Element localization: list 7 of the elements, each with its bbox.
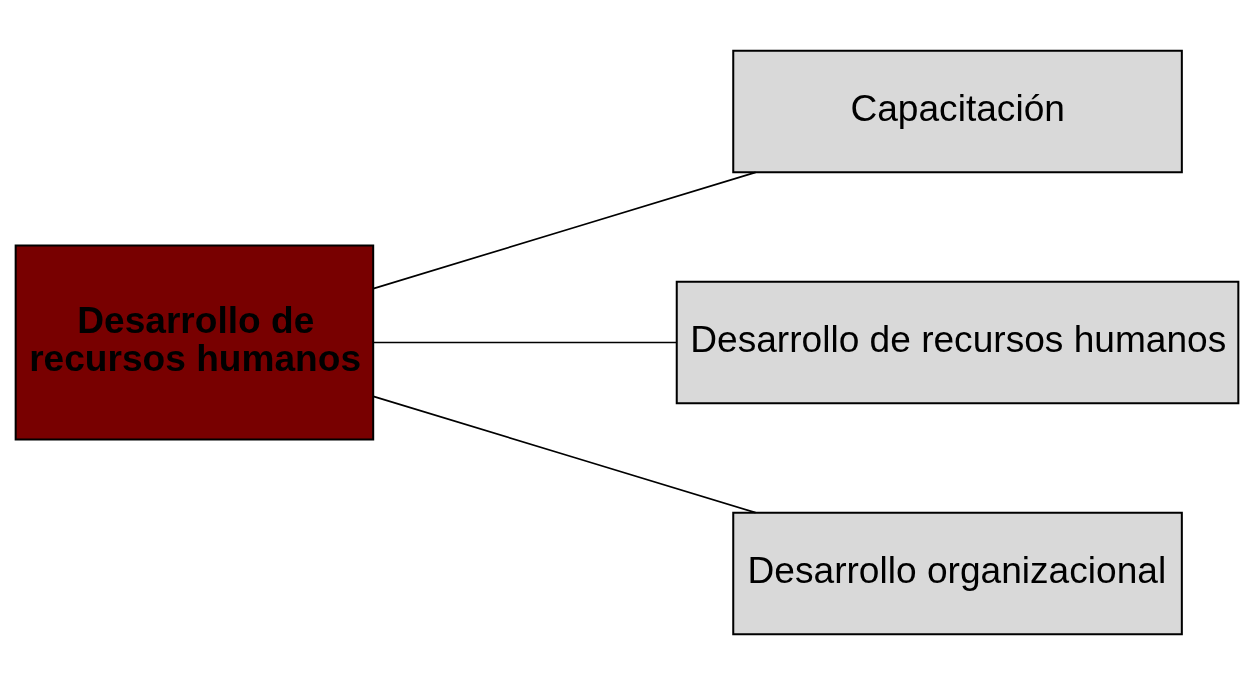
connector	[372, 395, 757, 513]
node-box: Capacitación	[732, 49, 1183, 173]
node-box: Desarrollo de recursos humanos	[14, 244, 375, 440]
node-box: Desarrollo de recursos humanos	[675, 280, 1240, 404]
connector	[372, 341, 678, 343]
node-box: Desarrollo organizacional	[732, 511, 1183, 635]
connector	[372, 171, 757, 289]
